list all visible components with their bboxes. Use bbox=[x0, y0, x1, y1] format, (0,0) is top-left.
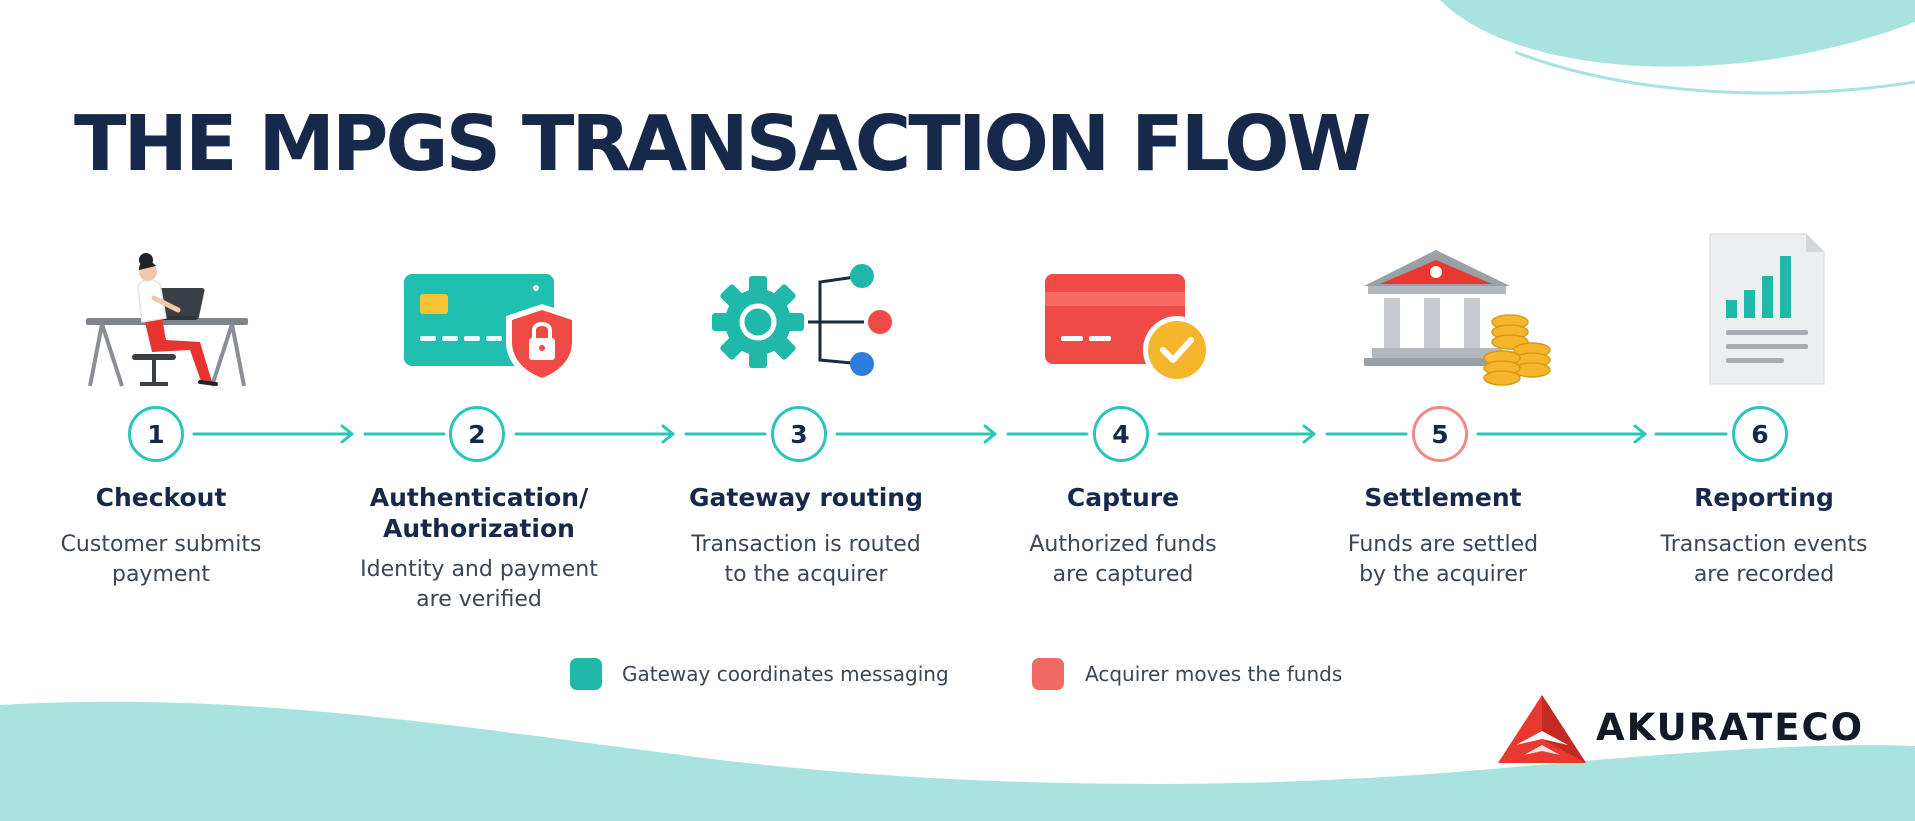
report-chart-icon bbox=[1709, 233, 1825, 385]
step-desc-checkout: Customer submits payment bbox=[60, 532, 262, 587]
step-title-authentication: Authentication/ Authorization bbox=[369, 483, 589, 543]
step-number-6: 6 bbox=[1732, 406, 1788, 462]
step-desc-authentication: Identity and payment are verified bbox=[360, 557, 598, 612]
top-right-wave-line bbox=[1514, 50, 1915, 95]
arrow-1-2 bbox=[192, 424, 354, 444]
step-desc-gateway-routing: Transaction is routed to the acquirer bbox=[691, 532, 921, 587]
arrow-4-5 bbox=[1157, 424, 1316, 444]
brand-name: AKURATECO bbox=[1596, 706, 1865, 749]
arrow-5-6 bbox=[1476, 424, 1647, 444]
arrow-2-3 bbox=[514, 424, 675, 444]
step-title-settlement: Settlement bbox=[1364, 483, 1522, 512]
legend-label-gateway: Gateway coordinates messaging bbox=[622, 662, 949, 686]
step-number-3: 3 bbox=[771, 406, 827, 462]
flow-arrows bbox=[192, 424, 1728, 444]
step-number-5: 5 bbox=[1412, 406, 1468, 462]
step-title-gateway-routing: Gateway routing bbox=[688, 483, 923, 512]
legend-label-acquirer: Acquirer moves the funds bbox=[1085, 662, 1343, 686]
step-title-capture: Capture bbox=[1066, 483, 1180, 512]
gear-routing-icon bbox=[712, 264, 892, 376]
bottom-wave bbox=[0, 701, 1915, 821]
step-number-1: 1 bbox=[128, 406, 184, 462]
step-desc-reporting: Transaction events are recorded bbox=[1660, 532, 1868, 587]
bank-coins-icon bbox=[1364, 250, 1551, 386]
card-shield-lock-icon bbox=[404, 274, 578, 384]
person-laptop-icon bbox=[86, 253, 248, 387]
card-check-icon bbox=[1045, 274, 1211, 384]
step-number-2: 2 bbox=[449, 406, 505, 462]
step-number-4: 4 bbox=[1093, 406, 1149, 462]
step-desc-settlement: Funds are settled by the acquirer bbox=[1347, 532, 1539, 587]
top-right-wave bbox=[1440, 0, 1915, 67]
arrow-3-4 bbox=[835, 424, 997, 444]
step-title-checkout: Checkout bbox=[95, 483, 227, 512]
legend-swatch-acquirer bbox=[1032, 658, 1064, 690]
page-title: THE MPGS TRANSACTION FLOW bbox=[74, 100, 1371, 189]
step-desc-capture: Authorized funds are captured bbox=[1029, 532, 1217, 587]
akurateco-logo-icon bbox=[1498, 695, 1586, 763]
legend-swatch-gateway bbox=[570, 658, 602, 690]
step-title-reporting: Reporting bbox=[1694, 483, 1834, 512]
